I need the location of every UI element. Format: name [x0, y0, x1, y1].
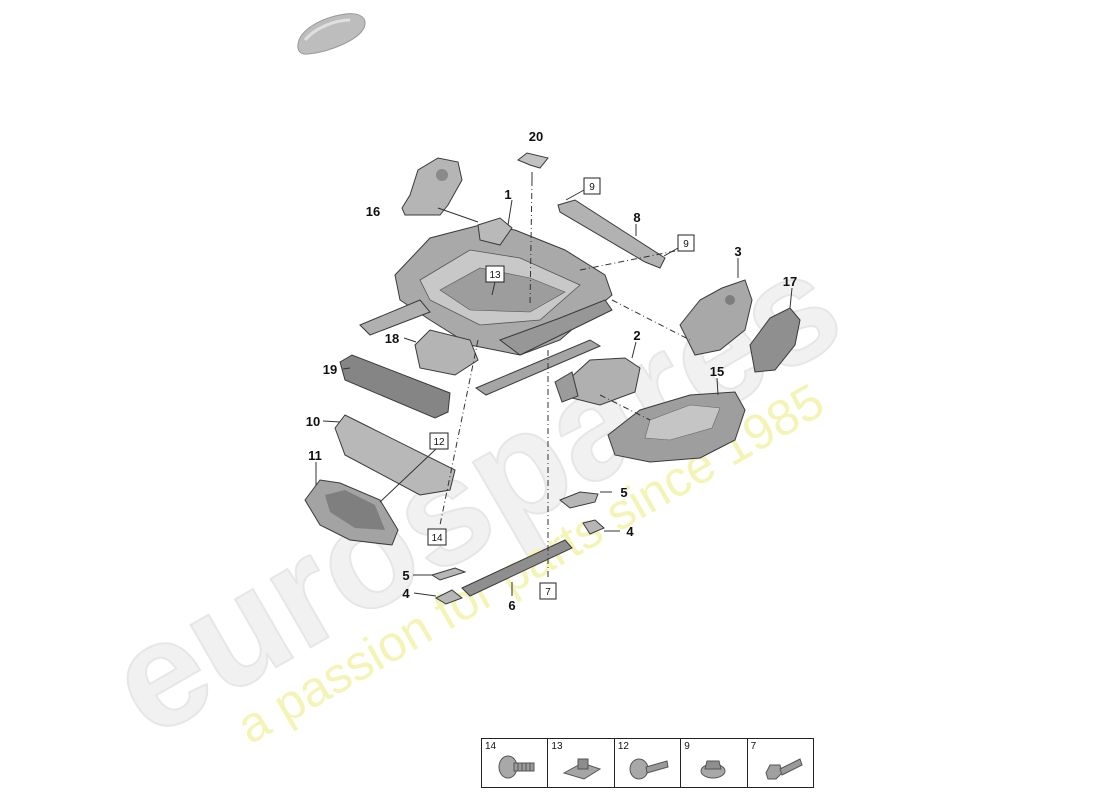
legend-cell-14: 14	[482, 739, 549, 787]
fastener-legend: 14 13 12 9 7	[481, 738, 814, 788]
callout-labels: 1 2 3 4 4 5 5 6 8 10 11 15 16 17 18 19 2…	[306, 129, 797, 613]
hex-bolt-icon	[765, 758, 803, 780]
svg-text:13: 13	[489, 270, 501, 281]
callout-17: 17	[783, 274, 797, 289]
callout-5-right: 5	[620, 485, 627, 500]
legend-number: 7	[750, 741, 757, 752]
boxed-ref-13: 13	[485, 265, 505, 296]
callout-6: 6	[508, 598, 515, 613]
flange-nut-icon	[700, 760, 726, 779]
part-16-bracket	[401, 157, 479, 223]
flange-screw-icon	[629, 758, 669, 780]
svg-text:9: 9	[589, 182, 595, 193]
callout-8: 8	[633, 210, 640, 225]
part-5-4-right-clips	[559, 491, 620, 535]
legend-cell-9: 9	[681, 739, 748, 787]
part-2-bracket	[554, 341, 641, 406]
boxed-ref-12: 12	[379, 432, 449, 503]
legend-number: 9	[684, 741, 690, 752]
svg-text:7: 7	[545, 587, 551, 598]
part-18-bracket	[403, 329, 479, 376]
svg-text:9: 9	[683, 239, 689, 250]
part-3-side-bracket	[679, 258, 753, 356]
legend-cell-12: 12	[615, 739, 682, 787]
callout-3: 3	[734, 244, 741, 259]
part-10-panel	[322, 414, 456, 496]
part-19-front-trim	[339, 354, 451, 419]
boxed-ref-7: 7	[539, 582, 557, 600]
clip-nut-icon	[563, 758, 602, 780]
part-8-crossbar	[557, 199, 666, 269]
part-5-4-left-clips	[413, 567, 467, 605]
boxed-ref-14: 14	[427, 528, 447, 546]
callout-18: 18	[385, 331, 399, 346]
boxed-references: 9 9 13 12 14 7	[379, 177, 695, 600]
callout-20: 20	[529, 129, 543, 144]
car-model-icon	[297, 13, 366, 55]
legend-cell-13: 13	[548, 739, 615, 787]
assembly-lines	[439, 179, 691, 580]
part-20-clip	[517, 152, 549, 180]
pan-head-screw-icon	[498, 755, 535, 779]
callout-19: 19	[323, 362, 337, 377]
callout-4-left: 4	[402, 586, 410, 601]
part-17-trim-cover	[749, 287, 801, 373]
callout-10: 10	[306, 414, 320, 429]
legend-number: 14	[485, 741, 497, 752]
callout-2: 2	[633, 328, 640, 343]
part-6-rail	[461, 539, 573, 597]
callout-15: 15	[710, 364, 724, 379]
callout-4-right: 4	[626, 524, 634, 539]
callout-11: 11	[308, 448, 322, 463]
legend-number: 13	[551, 741, 563, 752]
legend-cell-7: 7	[748, 739, 813, 787]
legend-number: 12	[617, 741, 629, 752]
callout-16: 16	[366, 204, 380, 219]
part-11-cover	[304, 462, 399, 546]
boxed-ref-9-right: 9	[663, 234, 695, 257]
callout-5-left: 5	[402, 568, 409, 583]
boxed-ref-9-top: 9	[565, 177, 601, 201]
part-15-side-trim	[607, 377, 746, 463]
callout-1: 1	[504, 187, 511, 202]
svg-text:12: 12	[433, 437, 445, 448]
part-1-seat-frame	[359, 199, 613, 396]
svg-text:14: 14	[431, 533, 443, 544]
